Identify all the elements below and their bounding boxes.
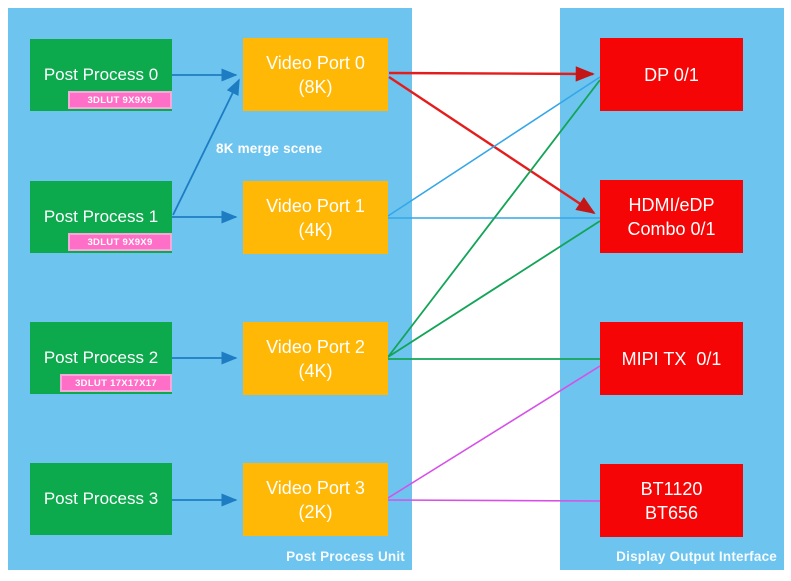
node-post-process-2: Post Process 2 3DLUT 17X17X17 [30,322,172,394]
node-post-process-0: Post Process 0 3DLUT 9X9X9 [30,39,172,111]
post-process-0-label: Post Process 0 [43,65,159,84]
node-bt1120-bt656: BT1120 BT656 [600,464,743,537]
bt-label-line1: BT1120 [640,478,703,499]
video-port-2-name: Video Port 2 [266,336,365,357]
panel-caption-post-process-unit: Post Process Unit [286,549,405,564]
lut-badge-3dlut-17x17x17: 3DLUT 17X17X17 [60,374,172,392]
video-port-1-res: (4K) [298,219,333,240]
video-port-1-name: Video Port 1 [266,195,365,216]
video-port-3-res: (2K) [298,501,333,522]
node-hdmi-edp-combo: HDMI/eDP Combo 0/1 [600,180,743,253]
node-video-port-2: Video Port 2 (4K) [243,322,388,395]
node-video-port-3: Video Port 3 (2K) [243,463,388,536]
node-video-port-0: Video Port 0 (8K) [243,38,388,111]
node-post-process-1: Post Process 1 3DLUT 9X9X9 [30,181,172,253]
node-video-port-1: Video Port 1 (4K) [243,181,388,254]
lut-badge-3dlut-9x9x9: 3DLUT 9X9X9 [68,91,172,109]
node-post-process-3: Post Process 3 [30,463,172,535]
bt-label-line2: BT656 [644,502,699,523]
hdmi-label-line1: HDMI/eDP [628,194,715,215]
lut-badge-3dlut-9x9x9: 3DLUT 9X9X9 [68,233,172,251]
video-port-0-name: Video Port 0 [266,52,365,73]
node-dp: DP 0/1 [600,38,743,111]
annotation-8k-merge-scene: 8K merge scene [216,141,323,156]
node-mipi-tx: MIPI TX 0/1 [600,322,743,395]
panel-caption-display-output-interface: Display Output Interface [616,549,777,564]
post-process-2-label: Post Process 2 [43,348,159,367]
video-port-3-name: Video Port 3 [266,477,365,498]
dp-label: DP 0/1 [644,64,699,85]
video-port-2-res: (4K) [298,360,333,381]
mipi-label: MIPI TX 0/1 [621,348,722,369]
post-process-1-label: Post Process 1 [43,207,159,226]
hdmi-label-line2: Combo 0/1 [627,218,716,239]
video-port-0-res: (8K) [298,76,333,97]
post-process-3-label: Post Process 3 [43,489,159,508]
